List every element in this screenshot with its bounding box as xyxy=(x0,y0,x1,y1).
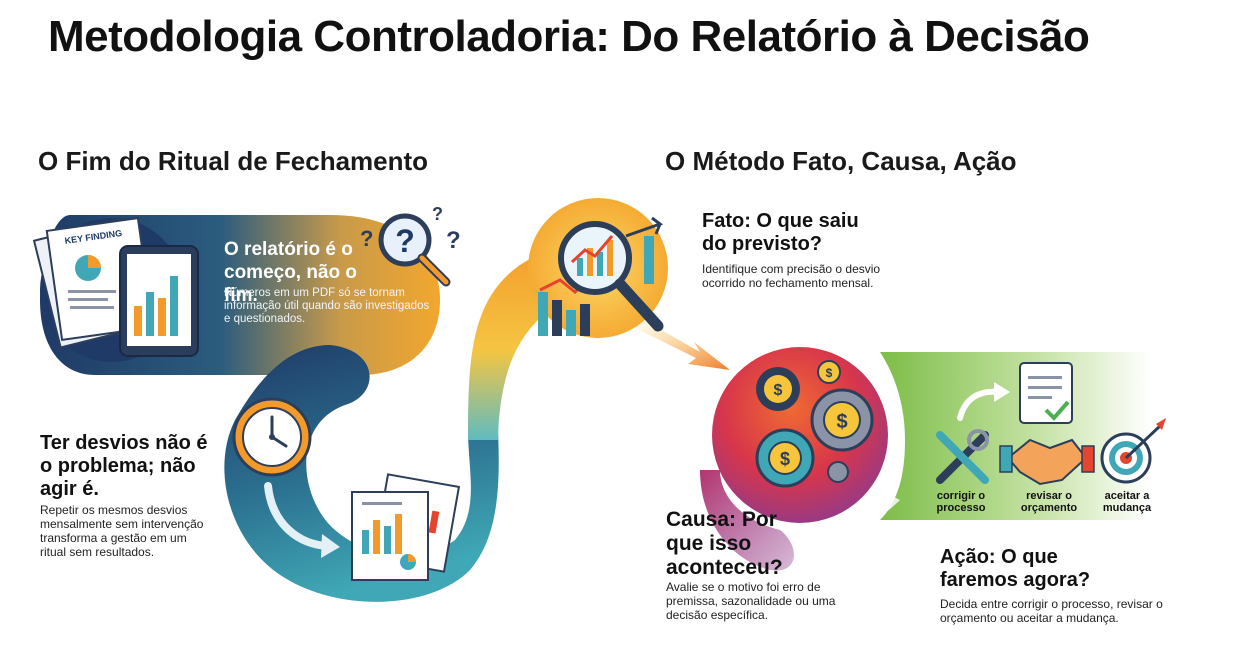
magnifier-question-icon: ? ? ? ? xyxy=(360,204,461,287)
right-section-title: O Método Fato, Causa, Ação xyxy=(665,146,1017,176)
cause-tail xyxy=(700,470,794,571)
page-title: Metodologia Controladoria: Do Relatório … xyxy=(48,12,1090,61)
flow-arrow xyxy=(635,318,730,370)
acao-body: Decida entre corrigir o processo, revisa… xyxy=(940,597,1163,625)
checklist-icon xyxy=(957,362,1073,424)
svg-text:?: ? xyxy=(446,227,461,254)
option-corrigir-label: corrigir o processo xyxy=(936,490,986,514)
svg-text:$: $ xyxy=(780,449,790,469)
option-revisar-label: revisar o orçamento xyxy=(1020,490,1078,514)
swoosh xyxy=(800,380,897,535)
card2-body: Repetir os mesmos desvios mensalmente se… xyxy=(40,503,204,559)
option-aceitar-label: aceitar a mudança xyxy=(1102,490,1152,514)
causa-body: Avalie se o motivo foi erro de premissa,… xyxy=(666,580,836,622)
svg-text:?: ? xyxy=(360,226,373,251)
svg-text:?: ? xyxy=(395,223,415,259)
fato-heading: Fato: O que saiu do previsto? xyxy=(702,210,859,255)
report-documents-icon xyxy=(351,473,461,581)
handshake-icon xyxy=(999,438,1095,486)
left-section-title: O Fim do Ritual de Fechamento xyxy=(38,146,429,176)
svg-text:?: ? xyxy=(432,204,443,224)
tablet-chart-icon xyxy=(119,245,199,357)
card1-body: Números em um PDF só se tornam informaçã… xyxy=(224,287,430,325)
magnifier-chart-icon xyxy=(538,216,664,336)
card1-heading: O relatório é o começo, não o fim. xyxy=(224,239,358,306)
svg-text:$: $ xyxy=(836,411,847,433)
causa-heading: Causa: Por que isso aconteceu? xyxy=(666,508,783,579)
svg-text:$: $ xyxy=(826,366,833,380)
acao-heading: Ação: O que faremos agora? xyxy=(940,546,1091,591)
fato-body: Identifique com precisão o desvio ocorri… xyxy=(702,262,881,290)
wrench-icon xyxy=(936,429,989,484)
clock-icon xyxy=(232,397,312,477)
loop-arrow xyxy=(264,482,332,550)
target-icon xyxy=(1100,418,1166,484)
svg-text:$: $ xyxy=(774,382,783,399)
card2-heading: Ter desvios não é o problema; não agir é… xyxy=(40,432,208,500)
gears-icon: $ $ $ $ xyxy=(755,360,874,488)
